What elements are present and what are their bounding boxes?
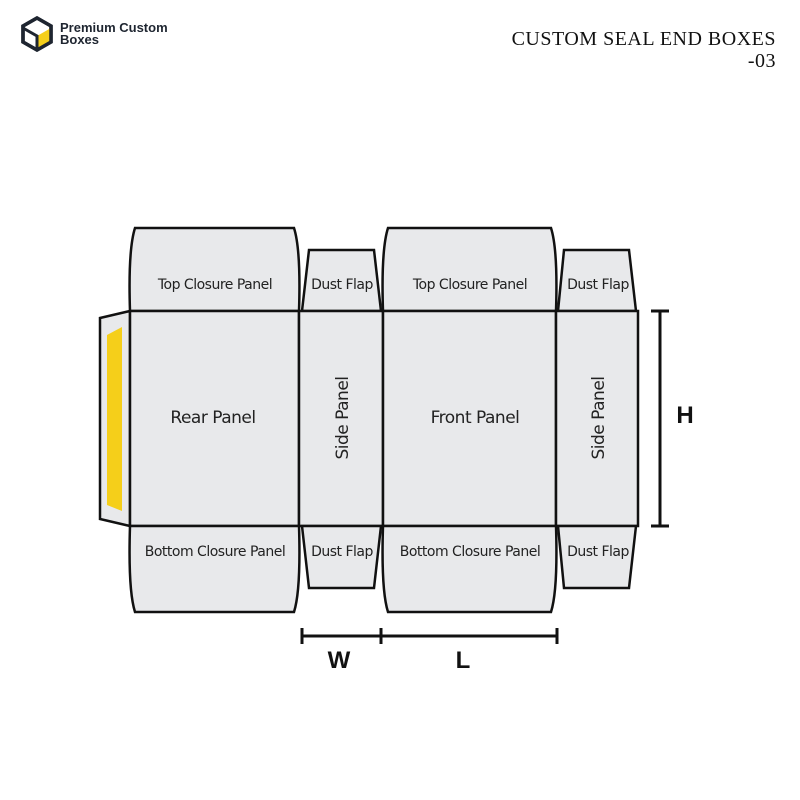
front-panel: [381, 309, 558, 528]
label-bottom-closure-1: Bottom Closure Panel: [145, 544, 285, 560]
brand-name-line2: Boxes: [60, 32, 100, 47]
top-closure-panel-1: [128, 226, 301, 313]
page-title: CUSTOM SEAL END BOXES-03: [512, 28, 776, 72]
height-label: H: [676, 402, 693, 429]
brand-name-line1: Premium Custom: [60, 20, 168, 35]
dust-flap-bottom-1: [300, 524, 383, 590]
width-label: W: [328, 647, 351, 674]
label-side-panel-2: Side Panel: [589, 376, 609, 459]
glue-strip: [107, 327, 122, 511]
label-dust-flap-top-1: Dust Flap: [311, 277, 373, 293]
top-closure-panel-2: [381, 226, 558, 313]
dust-flap-bottom-2: [556, 524, 638, 590]
label-dust-flap-top-2: Dust Flap: [567, 277, 629, 293]
label-top-closure-1: Top Closure Panel: [157, 277, 272, 293]
title-line2: -03: [747, 50, 776, 72]
bottom-closure-panel-1: [128, 524, 301, 614]
length-label: L: [456, 647, 471, 674]
box-logo-icon: [21, 16, 53, 52]
label-front-panel: Front Panel: [431, 408, 520, 428]
title-line1: CUSTOM SEAL END BOXES: [511, 28, 776, 50]
height-dimension: [651, 309, 669, 528]
label-dust-flap-bottom-1: Dust Flap: [311, 544, 373, 560]
label-side-panel-1: Side Panel: [333, 376, 353, 459]
label-top-closure-2: Top Closure Panel: [412, 277, 527, 293]
side-panel-2: [554, 309, 640, 528]
label-bottom-closure-2: Bottom Closure Panel: [400, 544, 540, 560]
bottom-closure-panel-2: [381, 524, 558, 614]
label-dust-flap-bottom-2: Dust Flap: [567, 544, 629, 560]
side-panel-1: [297, 309, 385, 528]
label-rear-panel: Rear Panel: [170, 408, 255, 428]
width-length-dimension: [300, 628, 559, 644]
